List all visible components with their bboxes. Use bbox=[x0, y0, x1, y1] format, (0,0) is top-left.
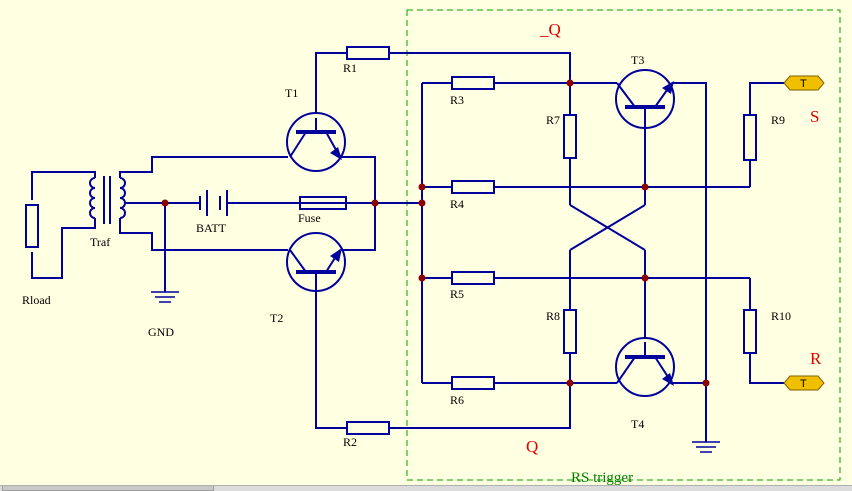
label-rload: Rload bbox=[22, 293, 51, 307]
resistor-r8 bbox=[563, 309, 577, 354]
label-traf: Traf bbox=[90, 235, 110, 249]
horizontal-scrollbar[interactable] bbox=[0, 485, 852, 491]
transistor-t2 bbox=[286, 232, 346, 292]
rs-trigger-box bbox=[406, 9, 841, 481]
label-q: Q bbox=[526, 437, 538, 456]
terminal-s-label: T bbox=[800, 78, 807, 90]
transformer bbox=[89, 176, 126, 224]
label-r4: R4 bbox=[450, 197, 464, 211]
label-gnd: GND bbox=[148, 325, 174, 339]
label-rs-trigger: RS trigger bbox=[571, 470, 633, 486]
wires bbox=[31, 52, 784, 442]
label-r1: R1 bbox=[343, 61, 357, 75]
resistor-r2 bbox=[346, 421, 390, 435]
label-r3: R3 bbox=[450, 93, 464, 107]
rload-resistor bbox=[25, 204, 39, 248]
label-r7: R7 bbox=[546, 113, 560, 127]
label-r: R bbox=[810, 349, 822, 368]
terminal-s[interactable]: T bbox=[783, 75, 825, 91]
label-r5: R5 bbox=[450, 287, 464, 301]
terminal-r-label: T bbox=[800, 378, 807, 390]
transistor-t4 bbox=[615, 337, 675, 397]
label-fuse: Fuse bbox=[298, 211, 321, 225]
label-t3: T3 bbox=[631, 53, 644, 67]
resistor-r7 bbox=[563, 114, 577, 159]
ground-symbol-right bbox=[692, 441, 720, 453]
label-s: S bbox=[810, 107, 819, 126]
resistor-r4 bbox=[451, 180, 495, 194]
fuse bbox=[299, 196, 347, 210]
label-t4: T4 bbox=[631, 417, 644, 431]
junction-nodes bbox=[161, 79, 710, 387]
resistor-r3 bbox=[451, 76, 495, 90]
label-r6: R6 bbox=[450, 393, 464, 407]
battery bbox=[198, 190, 228, 216]
resistor-r9 bbox=[743, 114, 757, 161]
label-r10: R10 bbox=[771, 309, 791, 323]
scrollbar-thumb[interactable] bbox=[2, 486, 214, 491]
transistor-t1 bbox=[286, 112, 346, 172]
transistor-t3 bbox=[615, 69, 675, 129]
resistor-r6 bbox=[451, 376, 495, 390]
resistor-r5 bbox=[451, 271, 495, 285]
label-t1: T1 bbox=[285, 86, 298, 100]
label-batt: BATT bbox=[196, 221, 227, 235]
label-t2: T2 bbox=[270, 311, 283, 325]
label-q-bar: _Q bbox=[539, 20, 561, 39]
label-r2: R2 bbox=[343, 435, 357, 449]
resistor-r10 bbox=[743, 309, 757, 354]
label-r9: R9 bbox=[771, 113, 785, 127]
gnd-symbol bbox=[151, 291, 179, 303]
label-r8: R8 bbox=[546, 309, 560, 323]
terminal-r[interactable]: T bbox=[783, 375, 825, 391]
resistor-r1 bbox=[346, 46, 390, 60]
